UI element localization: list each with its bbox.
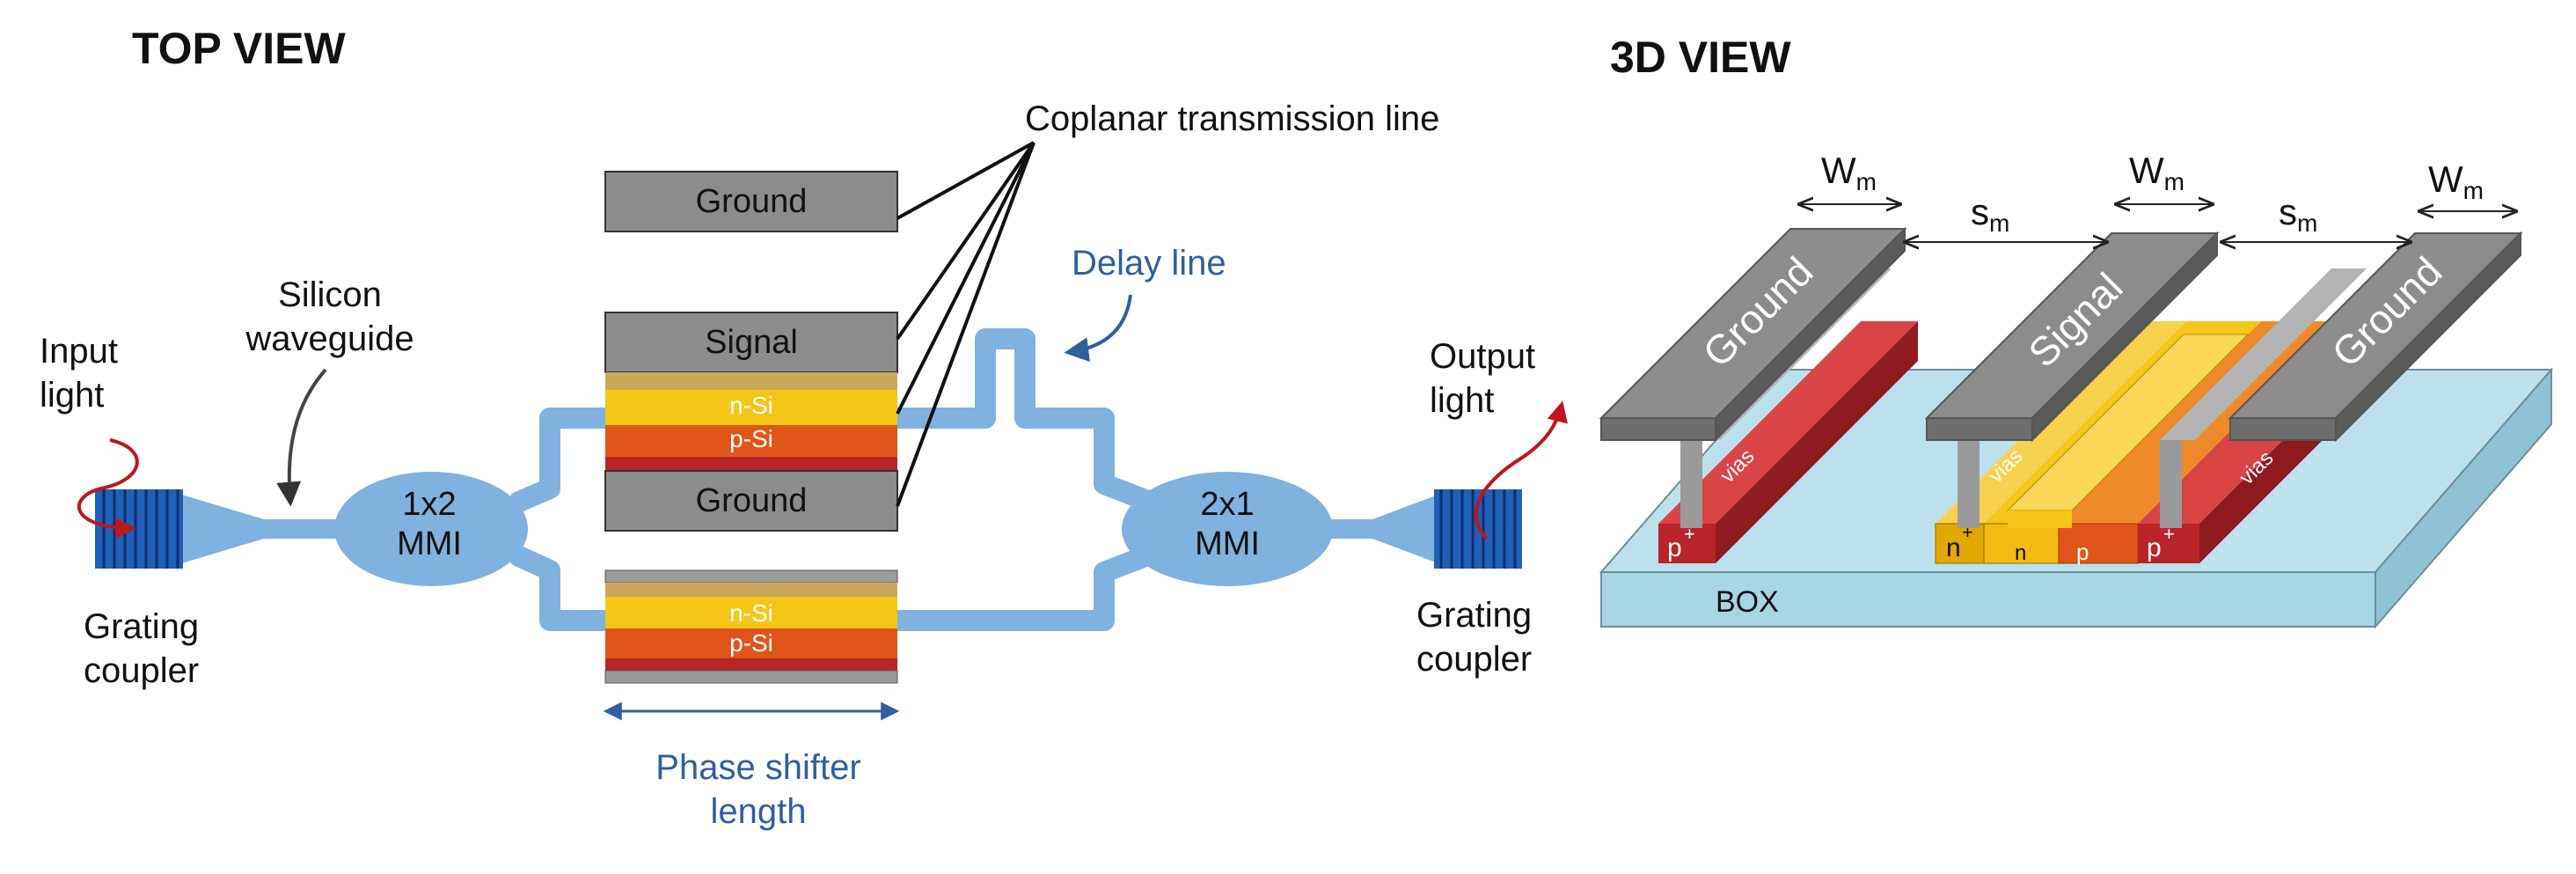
grating-coupler-left (95, 489, 183, 569)
three-d-view-heading: 3D VIEW (1610, 33, 1791, 82)
dimension-labels: Wm sm Wm sm Wm (1821, 150, 2484, 237)
output-light-label-line1: Output (1430, 337, 1535, 376)
upper-nsi-label: n-Si (729, 392, 773, 419)
mmi-1x2-label-line1: 1x2 (402, 486, 456, 523)
wm-label-2: Wm (2129, 150, 2184, 195)
right-p-plus-label: p (2147, 533, 2162, 562)
ground-electrode-top: Ground (604, 171, 898, 232)
grating-coupler-right-label-line2: coupler (1416, 640, 1532, 679)
sm-label-1: sm (1971, 191, 2009, 237)
n-plus-label: n (1946, 533, 1961, 562)
silicon-waveguide-arrow (276, 368, 327, 507)
coplanar-callout-lines (896, 141, 1036, 507)
lower-psi-label: p-Si (729, 629, 773, 657)
signal-electrode: Signal (604, 312, 898, 373)
svg-text:Ground: Ground (696, 183, 808, 220)
input-light-arrow (77, 438, 139, 539)
phase-shifter-length-label-line2: length (711, 792, 807, 831)
box-label: BOX (1716, 585, 1779, 619)
input-taper (176, 493, 343, 565)
top-view-heading: TOP VIEW (132, 24, 346, 73)
silicon-waveguide-label-line1: Silicon (278, 275, 382, 314)
output-light-label-line2: light (1430, 381, 1494, 420)
grating-coupler-left-label-line2: coupler (84, 651, 199, 690)
input-light-label-line1: Input (40, 332, 118, 371)
mmi-2x1 (1122, 472, 1333, 586)
svg-text:Ground: Ground (696, 482, 808, 519)
lower-phase-shifter: n-Si p-Si (604, 569, 898, 684)
three-d-view: 3D VIEW BOX p + (1599, 33, 2554, 629)
lower-nsi-label: n-Si (729, 599, 773, 627)
coplanar-line-label: Coplanar transmission line (1025, 99, 1439, 138)
top-view: TOP VIEW 1x2 MMI 2x1 MMI (40, 24, 1568, 831)
output-light-arrow (1474, 400, 1568, 540)
silicon-waveguide-label-line2: waveguide (245, 319, 413, 358)
sm-label-2: sm (2279, 191, 2317, 237)
grating-coupler-left-label-line1: Grating (84, 607, 199, 646)
p-label: p (2076, 539, 2089, 565)
left-p-plus-sup: + (1684, 523, 1695, 545)
n-label: n (2015, 541, 2026, 565)
svg-text:Signal: Signal (705, 324, 798, 361)
grating-coupler-right-label-line1: Grating (1416, 596, 1532, 635)
delay-line-label: Delay line (1072, 244, 1226, 283)
dimension-arrows (1799, 204, 2516, 242)
left-p-plus-label: p (1667, 533, 1682, 562)
wm-label-3: Wm (2428, 158, 2484, 204)
mmi-1x2 (334, 472, 528, 586)
delay-line-arrow (1064, 294, 1132, 363)
ground-electrode-middle: Ground (604, 470, 898, 532)
upper-phase-shifter: n-Si p-Si (605, 372, 897, 471)
left-p-plus-region: p + (1658, 321, 1918, 563)
mmi-2x1-label-line1: 2x1 (1200, 486, 1254, 523)
wm-label-1: Wm (1821, 150, 1877, 195)
mmi-1x2-label-line2: MMI (397, 525, 462, 562)
mmi-2x1-label-line2: MMI (1195, 525, 1260, 562)
upper-psi-label: p-Si (729, 425, 773, 452)
right-p-plus-sup: + (2163, 523, 2175, 545)
input-light-label-line2: light (40, 376, 104, 415)
phase-shifter-length-label-line1: Phase shifter (655, 748, 860, 787)
upper-arm-waveguide (509, 328, 1172, 517)
output-taper (1320, 493, 1443, 565)
ground-electrode-left-3d: Ground (1599, 226, 1907, 443)
